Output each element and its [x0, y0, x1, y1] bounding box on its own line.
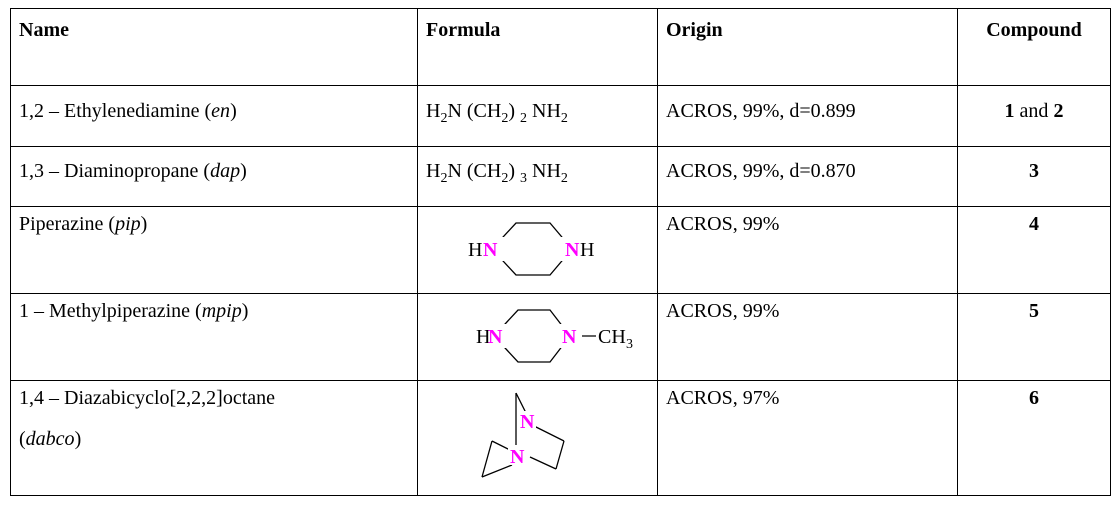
table-row: 1,3 – Diaminopropane (dap) H2N (CH2) 3 N… — [10, 146, 1111, 207]
name-cell: 1,2 – Ethylenediamine (en) — [10, 85, 418, 147]
header-name: Name — [10, 8, 418, 86]
formula-cell: H2N (CH2) 2 NH2 — [417, 85, 658, 147]
reagents-table: Name Formula Origin Compound 1,2 – Ethyl… — [10, 8, 1111, 496]
origin-cell: ACROS, 99%, d=0.899 — [657, 85, 958, 147]
formula-cell: H N N CH 3 — [417, 293, 658, 381]
svg-text:H: H — [468, 239, 482, 261]
formula-cell: H2N (CH2) 3 NH2 — [417, 146, 658, 207]
table-row: Piperazine (pip) H N N H ACROS, 99% 4 — [10, 206, 1111, 294]
origin-cell: ACROS, 99%, d=0.870 — [657, 146, 958, 207]
origin-cell: ACROS, 97% — [657, 380, 958, 496]
svg-text:CH: CH — [598, 326, 626, 348]
svg-text:H: H — [476, 326, 490, 348]
name-line-2: (dabco) — [19, 428, 82, 450]
svg-text:N: N — [510, 446, 525, 468]
table-row: 1,4 – Diazabicyclo[2,2,2]octane (dabco) … — [10, 380, 1111, 496]
origin-cell: ACROS, 99% — [657, 206, 958, 294]
compound-cell: 1 and 2 — [957, 85, 1111, 147]
svg-text:H: H — [580, 239, 594, 261]
compound-cell: 4 — [957, 206, 1111, 294]
svg-text:N: N — [565, 239, 580, 261]
svg-text:N: N — [483, 239, 498, 261]
svg-text:N: N — [488, 326, 503, 348]
name-cell: Piperazine (pip) — [10, 206, 418, 294]
origin-cell: ACROS, 99% — [657, 293, 958, 381]
header-origin: Origin — [657, 8, 958, 86]
name-line-1: 1,4 – Diazabicyclo[2,2,2]octane — [19, 387, 276, 409]
formula-cell: N N — [417, 380, 658, 496]
dabco-structure-icon: N N — [481, 392, 565, 478]
name-cell: 1,3 – Diaminopropane (dap) — [10, 146, 418, 207]
compound-cell: 3 — [957, 146, 1111, 207]
svg-text:N: N — [520, 411, 535, 433]
piperazine-structure-icon: H N N H — [468, 222, 594, 276]
methylpiperazine-structure-icon: H N N CH 3 — [476, 309, 633, 363]
svg-text:N: N — [562, 326, 577, 348]
header-row: Name Formula Origin Compound — [10, 8, 1111, 86]
table-row: 1 – Methylpiperazine (mpip) H N N CH 3 A… — [10, 293, 1111, 381]
formula-cell: H N N H — [417, 206, 658, 294]
compound-cell: 5 — [957, 293, 1111, 381]
header-compound: Compound — [957, 8, 1111, 86]
compound-cell: 6 — [957, 380, 1111, 496]
header-formula: Formula — [417, 8, 658, 86]
table-row: 1,2 – Ethylenediamine (en) H2N (CH2) 2 N… — [10, 85, 1111, 147]
svg-text:3: 3 — [626, 337, 633, 352]
name-cell: 1 – Methylpiperazine (mpip) — [10, 293, 418, 381]
name-cell: 1,4 – Diazabicyclo[2,2,2]octane (dabco) — [10, 380, 418, 496]
